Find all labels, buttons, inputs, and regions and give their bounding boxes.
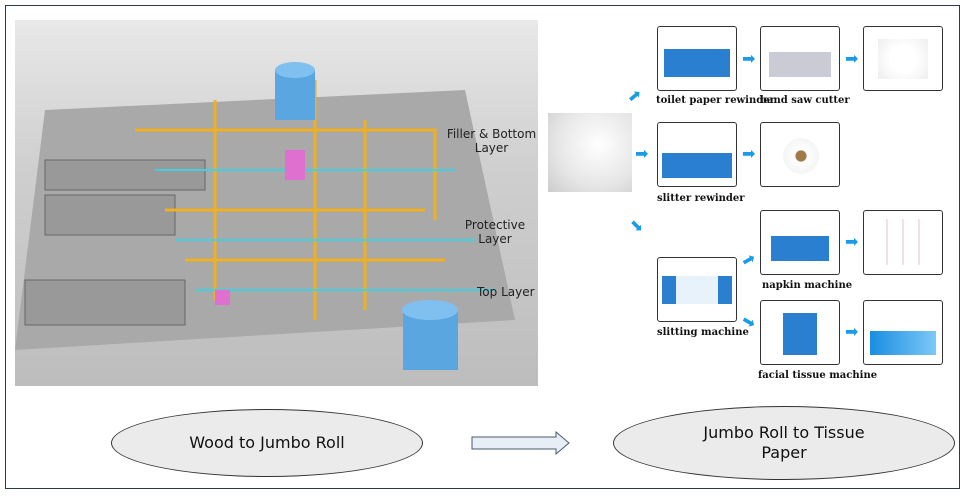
arrow-right-icon: ➡ — [742, 49, 756, 68]
jumbo-roll-product-image — [760, 122, 840, 187]
caption-facial-tissue-machine: facial tissue machine — [758, 370, 878, 381]
stage-wood-to-jumbo-roll: Wood to Jumbo Roll — [111, 409, 423, 477]
stage-label: Jumbo Roll to Tissue Paper — [703, 423, 865, 462]
label-top-layer: Top Layer — [477, 285, 535, 299]
label-filler-bottom-layer: Filler & Bottom Layer — [446, 127, 537, 155]
plant-3d-illustration: Filler & Bottom Layer Protective Layer T… — [15, 20, 538, 386]
label-protective-layer: Protective Layer — [464, 218, 526, 246]
stage-arrow-icon — [471, 431, 570, 455]
caption-toilet-paper-rewinder: toilet paper rewinder — [656, 95, 775, 106]
napkins-product-image — [863, 210, 943, 275]
arrow-right-icon: ➡ — [635, 144, 649, 163]
caption-napkin-machine: napkin machine — [762, 280, 853, 291]
facial-tissue-box-image — [863, 300, 943, 365]
arrow-right-icon: ➡ — [845, 49, 859, 68]
caption-slitter-rewinder: slitter rewinder — [657, 193, 745, 204]
caption-slitting-machine: slitting machine — [657, 327, 749, 338]
caption-band-saw-cutter: band saw cutter — [760, 95, 850, 106]
slitting-machine-image — [657, 257, 737, 322]
jumbo-rolls-image — [548, 113, 632, 192]
napkin-machine-image — [760, 210, 840, 275]
arrow-right-icon: ➡ — [742, 144, 756, 163]
band-saw-cutter-image — [760, 26, 840, 91]
stage-jumbo-roll-to-tissue-paper: Jumbo Roll to Tissue Paper — [613, 406, 955, 480]
arrow-right-icon: ➡ — [845, 232, 859, 251]
toilet-rolls-image — [863, 26, 943, 91]
plant-drawing — [15, 62, 515, 370]
facial-tissue-machine-image — [760, 300, 840, 365]
toilet-paper-rewinder-image — [657, 26, 737, 91]
arrow-right-icon: ➡ — [845, 322, 859, 341]
stage-label: Wood to Jumbo Roll — [189, 433, 345, 452]
outer-frame — [5, 5, 960, 489]
slitter-rewinder-image — [657, 122, 737, 187]
